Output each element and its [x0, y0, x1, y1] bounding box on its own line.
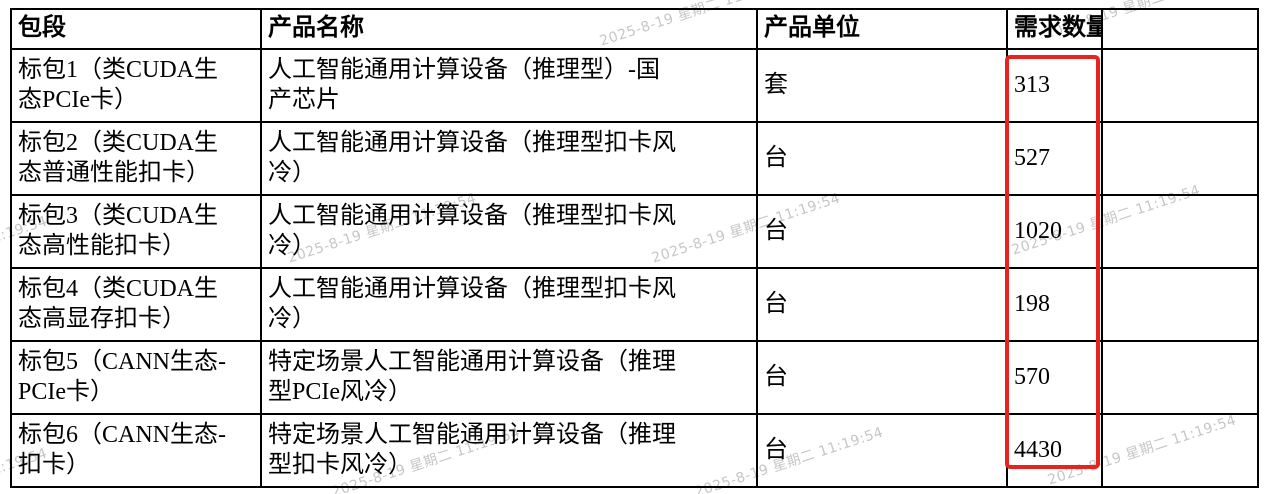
empty-cell [1101, 194, 1259, 269]
table-row: 标包2（类CUDA生 态普通性能扣卡） 人工智能通用计算设备（推理型扣卡风 冷）… [10, 121, 1259, 196]
table-row: 标包1（类CUDA生 态PCIe卡） 人工智能通用计算设备（推理型）-国 产芯片… [10, 48, 1259, 123]
package-cell: 标包4（类CUDA生 态高显存扣卡） [10, 267, 262, 342]
product-cell: 人工智能通用计算设备（推理型）-国 产芯片 [260, 48, 758, 123]
table-row: 标包6（CANN生态- 扣卡） 特定场景人工智能通用计算设备（推理 型扣卡风冷）… [10, 413, 1259, 488]
header-package: 包段 [10, 8, 262, 50]
empty-cell [1101, 48, 1259, 123]
table-row: 标包3（类CUDA生 态高性能扣卡） 人工智能通用计算设备（推理型扣卡风 冷） … [10, 194, 1259, 269]
quantity-cell: 527 [1006, 121, 1103, 196]
table-row: 标包5（CANN生态- PCIe卡） 特定场景人工智能通用计算设备（推理 型PC… [10, 340, 1259, 415]
procurement-table: 包段 产品名称 产品单位 需求数量 标包1（类CUDA生 态PCIe卡） 人工智… [10, 8, 1259, 488]
empty-cell [1101, 121, 1259, 196]
header-row: 包段 产品名称 产品单位 需求数量 [10, 8, 1259, 50]
package-cell: 标包1（类CUDA生 态PCIe卡） [10, 48, 262, 123]
header-unit: 产品单位 [756, 8, 1008, 50]
quantity-cell: 4430 [1006, 413, 1103, 488]
unit-cell: 台 [756, 340, 1008, 415]
quantity-cell: 313 [1006, 48, 1103, 123]
unit-cell: 台 [756, 194, 1008, 269]
package-cell: 标包2（类CUDA生 态普通性能扣卡） [10, 121, 262, 196]
header-empty [1101, 8, 1259, 50]
package-cell: 标包3（类CUDA生 态高性能扣卡） [10, 194, 262, 269]
quantity-cell: 570 [1006, 340, 1103, 415]
package-cell: 标包5（CANN生态- PCIe卡） [10, 340, 262, 415]
product-cell: 特定场景人工智能通用计算设备（推理 型PCIe风冷） [260, 340, 758, 415]
product-cell: 人工智能通用计算设备（推理型扣卡风 冷） [260, 267, 758, 342]
product-cell: 人工智能通用计算设备（推理型扣卡风 冷） [260, 121, 758, 196]
package-cell: 标包6（CANN生态- 扣卡） [10, 413, 262, 488]
quantity-cell: 1020 [1006, 194, 1103, 269]
product-cell: 特定场景人工智能通用计算设备（推理 型扣卡风冷） [260, 413, 758, 488]
unit-cell: 台 [756, 121, 1008, 196]
empty-cell [1101, 413, 1259, 488]
header-quantity: 需求数量 [1006, 8, 1103, 50]
header-product: 产品名称 [260, 8, 758, 50]
quantity-cell: 198 [1006, 267, 1103, 342]
empty-cell [1101, 340, 1259, 415]
product-cell: 人工智能通用计算设备（推理型扣卡风 冷） [260, 194, 758, 269]
empty-cell [1101, 267, 1259, 342]
unit-cell: 台 [756, 413, 1008, 488]
unit-cell: 台 [756, 267, 1008, 342]
table-row: 标包4（类CUDA生 态高显存扣卡） 人工智能通用计算设备（推理型扣卡风 冷） … [10, 267, 1259, 342]
unit-cell: 套 [756, 48, 1008, 123]
